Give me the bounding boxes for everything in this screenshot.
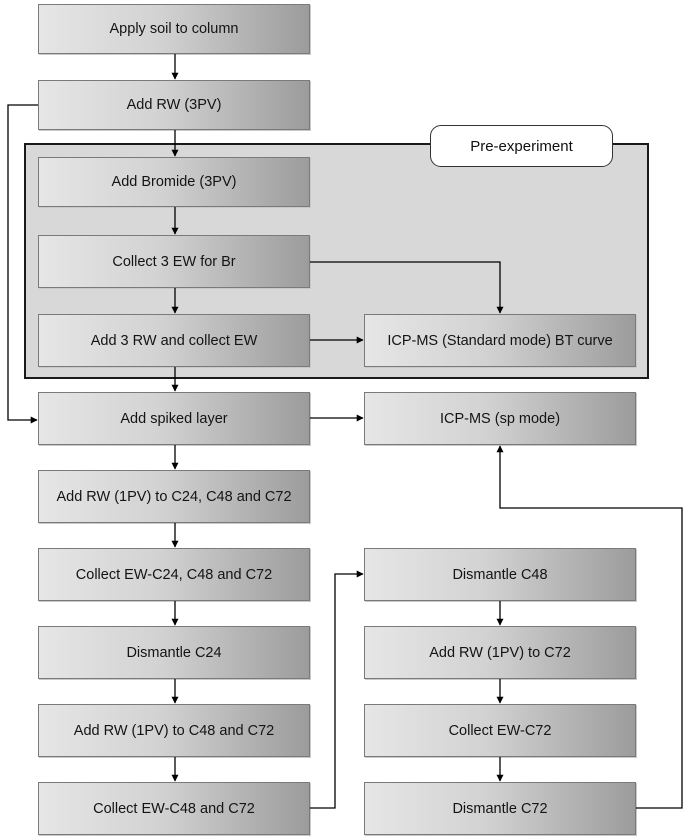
step-dismantle-c48: Dismantle C48: [364, 548, 636, 601]
step-add-3rw-collect-ew: Add 3 RW and collect EW: [38, 314, 310, 367]
step-dismantle-c24: Dismantle C24: [38, 626, 310, 679]
arrow-collect-c48-to-dismantle-c48: [310, 570, 364, 809]
step-add-rw-1pv-c48-c72: Add RW (1PV) to C48 and C72: [38, 704, 310, 757]
step-add-spiked-layer: Add spiked layer: [38, 392, 310, 445]
step-collect-ew-c24-c48-c72: Collect EW-C24, C48 and C72: [38, 548, 310, 601]
step-apply-soil: Apply soil to column: [38, 4, 310, 54]
arrow-rw-bypass-to-spiked: [7, 104, 38, 424]
step-icpms-standard: ICP-MS (Standard mode) BT curve: [364, 314, 636, 367]
step-add-rw-3pv: Add RW (3PV): [38, 80, 310, 130]
step-add-rw-1pv-c72: Add RW (1PV) to C72: [364, 626, 636, 679]
arrow-dismantle-c72-to-icpms-sp: [496, 445, 683, 809]
step-dismantle-c72: Dismantle C72: [364, 782, 636, 835]
step-add-rw-1pv-c24-c48-c72: Add RW (1PV) to C24, C48 and C72: [38, 470, 310, 523]
step-collect-ew-c72: Collect EW-C72: [364, 704, 636, 757]
pre-experiment-label: Pre-experiment: [430, 125, 613, 167]
step-icpms-sp: ICP-MS (sp mode): [364, 392, 636, 445]
step-collect-ew-c48-c72: Collect EW-C48 and C72: [38, 782, 310, 835]
step-collect-3ew-br: Collect 3 EW for Br: [38, 235, 310, 288]
step-add-bromide: Add Bromide (3PV): [38, 157, 310, 207]
arrow-collect-br-to-icpms-standard: [310, 261, 504, 314]
